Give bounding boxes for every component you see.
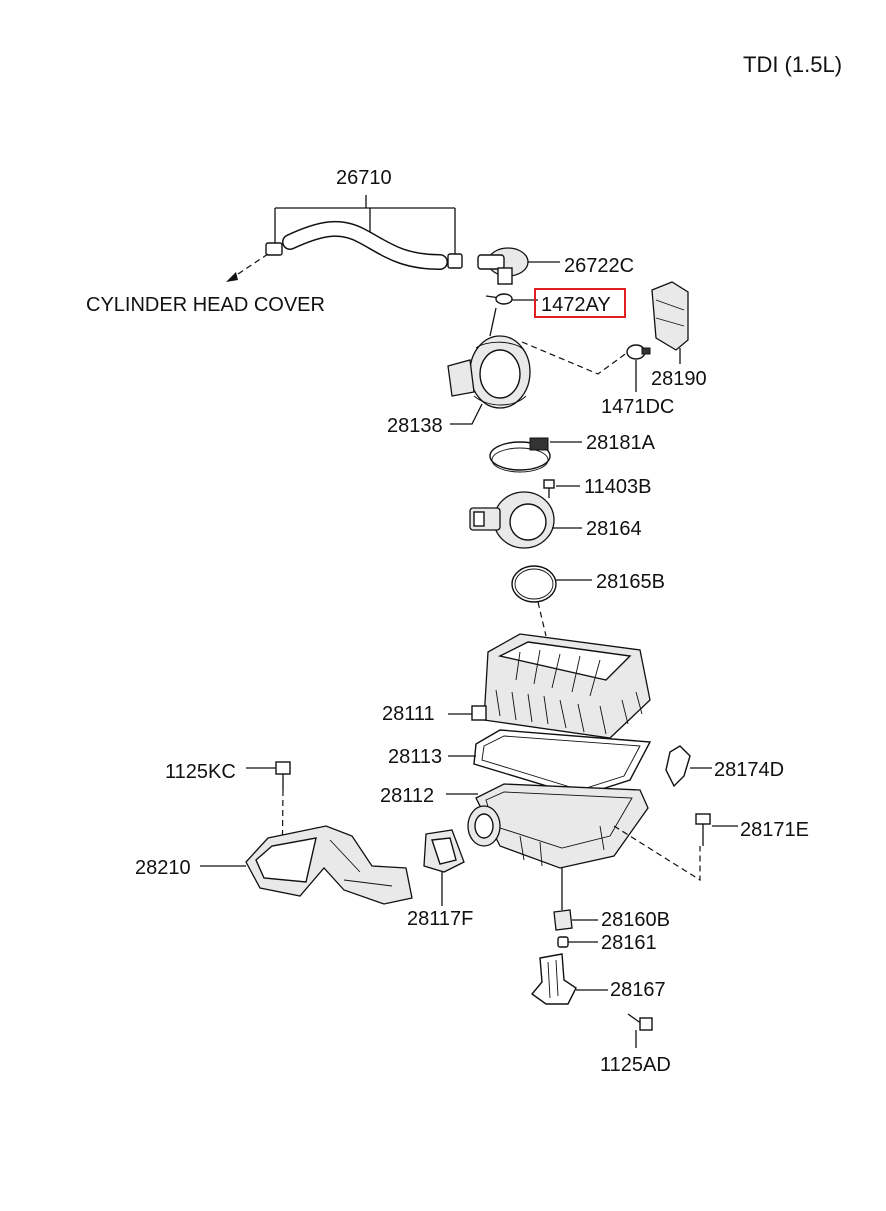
screw-11403b <box>543 479 580 498</box>
bracket-28167 <box>530 953 608 1005</box>
callout-26722c: 26722C <box>564 255 634 277</box>
callout-28117f: 28117F <box>407 908 473 930</box>
pcv-connector-26722c <box>477 247 560 285</box>
bolt-1125ad <box>627 1013 653 1048</box>
breather-hose-26710 <box>226 195 463 282</box>
air-cleaner-cover-28111 <box>448 633 651 739</box>
callout-28164: 28164 <box>586 518 642 540</box>
clip-28174d <box>665 745 712 788</box>
callout-28167: 28167 <box>610 979 666 1001</box>
intake-hose-28138 <box>447 307 531 425</box>
callout-cylinder-head-cover: CYLINDER HEAD COVER <box>86 294 325 316</box>
callout-28190: 28190 <box>651 368 707 390</box>
callout-1472ay: 1472AY <box>541 294 611 316</box>
callout-28161: 28161 <box>601 932 657 954</box>
grommet-28117f <box>423 829 465 906</box>
callout-28160b: 28160B <box>601 909 670 931</box>
air-cleaner-body-28112 <box>446 783 649 910</box>
callout-28174d: 28174D <box>714 759 784 781</box>
resonator-28190 <box>651 281 689 364</box>
callout-28112: 28112 <box>380 785 434 807</box>
hose-clamp-right <box>447 253 463 269</box>
callout-28171e: 28171E <box>740 819 809 841</box>
callout-28181a: 28181A <box>586 432 656 454</box>
callout-1471dc: 1471DC <box>601 396 674 418</box>
filter-element-28113 <box>448 729 652 797</box>
clamp-1471dc <box>626 344 651 392</box>
callout-1125ad: 1125AD <box>600 1054 671 1076</box>
air-intake-duct-28210 <box>200 825 413 905</box>
diagram-title: TDI (1.5L) <box>743 52 842 77</box>
clip-1472ay <box>485 293 538 305</box>
air-flow-sensor-28164 <box>469 491 582 549</box>
callout-28138: 28138 <box>387 415 443 437</box>
insulator-28160b <box>553 909 598 931</box>
bolt-28171e <box>613 813 738 882</box>
hose-clamp-left <box>265 242 283 256</box>
callout-28165b: 28165B <box>596 571 665 593</box>
hose-clamp-28181a <box>489 437 582 473</box>
callout-28113: 28113 <box>388 746 442 768</box>
callout-26710: 26710 <box>336 167 392 189</box>
leader-dashed-28138-28190 <box>521 341 629 375</box>
callout-28111: 28111 <box>382 703 435 725</box>
callout-28210: 28210 <box>135 857 191 879</box>
o-ring-28165b <box>511 565 592 637</box>
callout-1125kc: 1125KC <box>165 761 236 783</box>
highlight-box-1472ay <box>534 288 626 318</box>
callout-11403b: 11403B <box>584 476 651 498</box>
collar-28161 <box>557 936 598 948</box>
